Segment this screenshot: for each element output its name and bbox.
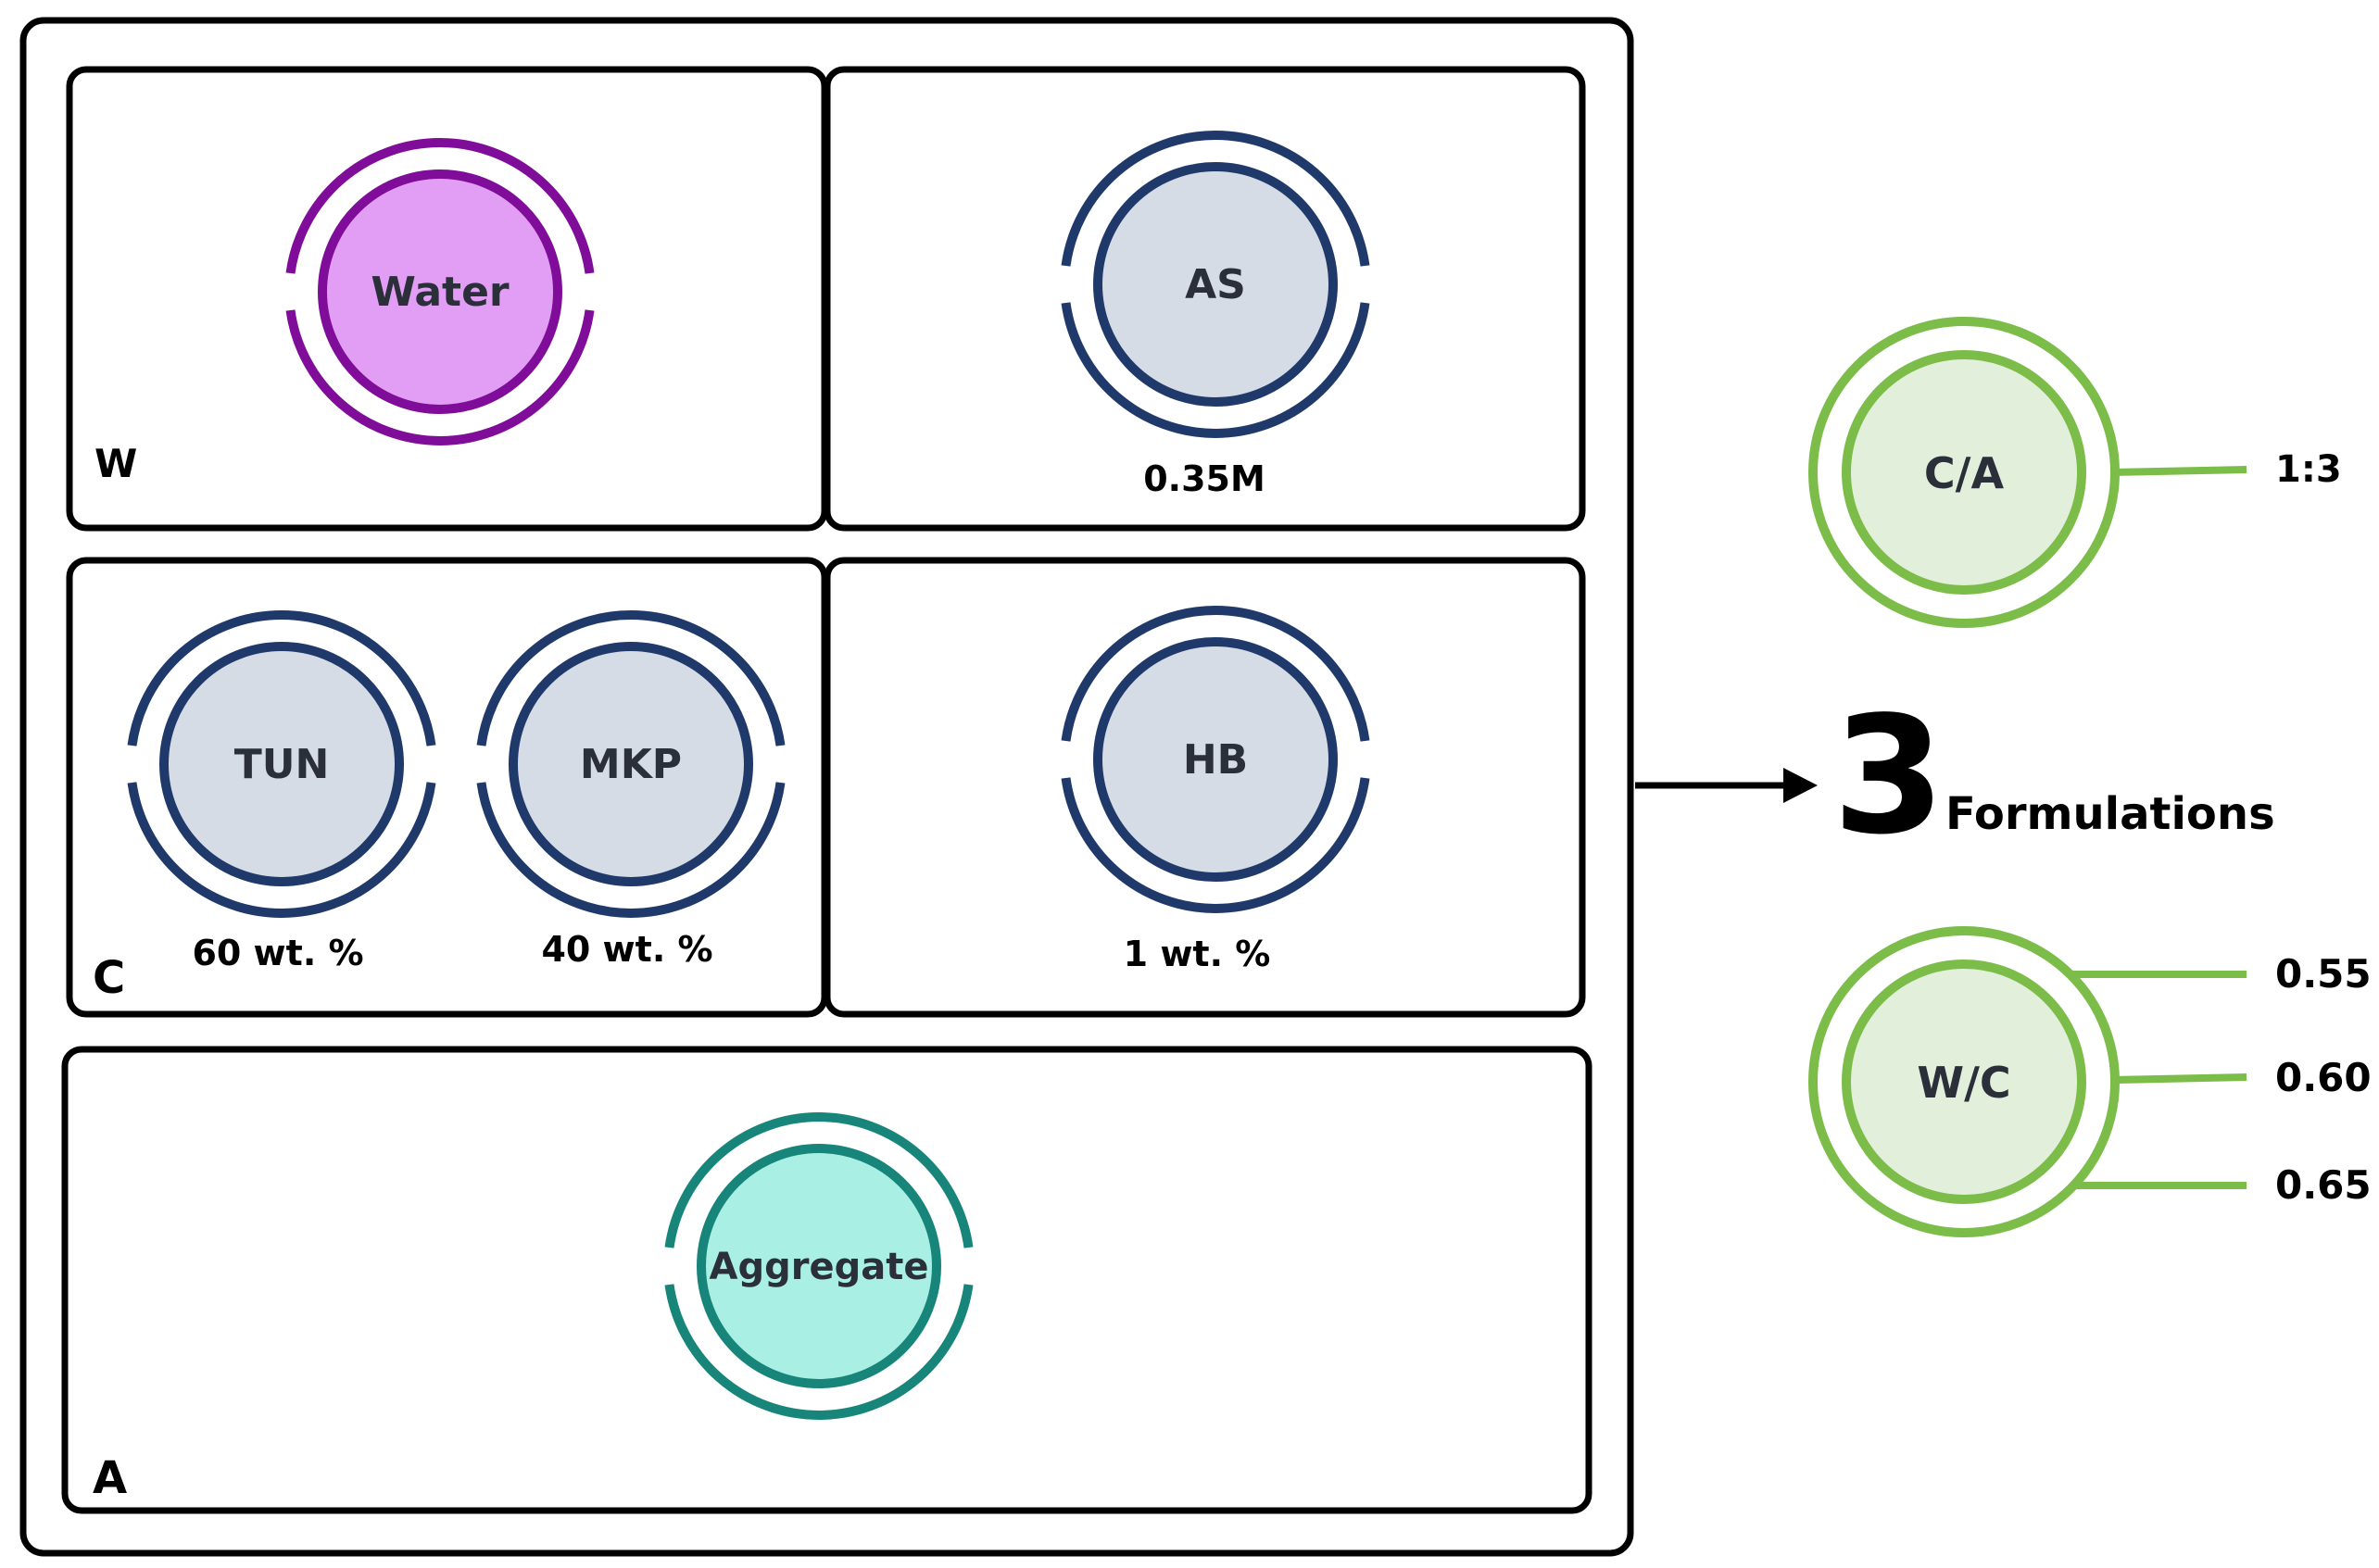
water-node: Water xyxy=(291,143,590,441)
as-label: AS xyxy=(1185,261,1246,308)
wc-ratio-node: W/C xyxy=(1808,926,2247,1237)
panel-aggregate xyxy=(61,1046,1592,1514)
group-letter-c: C xyxy=(93,952,125,1004)
ca-connector xyxy=(2114,466,2247,476)
panel-hb xyxy=(824,557,1586,1018)
aggregate-node: Aggregate xyxy=(670,1117,969,1415)
group-letter-a: A xyxy=(93,1452,127,1504)
result-arrow xyxy=(1635,768,1818,803)
hb-node: HB xyxy=(1066,610,1366,909)
wc-value-3: 0.65 xyxy=(2275,1162,2372,1208)
wc-label: W/C xyxy=(1917,1058,2010,1108)
hb-caption: 1 wt. % xyxy=(1124,934,1271,974)
tun-node: TUN xyxy=(132,615,432,913)
as-node: AS xyxy=(1066,135,1366,433)
wc-value-2: 0.60 xyxy=(2275,1055,2372,1100)
outer-container xyxy=(19,17,1634,1557)
formulations-text: Formulations xyxy=(1945,788,2275,840)
panel-as xyxy=(824,66,1586,532)
ca-value-1: 1:3 xyxy=(2275,448,2342,491)
water-label: Water xyxy=(371,269,510,316)
mkp-caption: 40 wt. % xyxy=(541,929,712,970)
group-letter-w: W xyxy=(94,441,137,486)
aggregate-label: Aggregate xyxy=(710,1246,929,1288)
formulation-count: 3 xyxy=(1832,683,1945,871)
as-caption: 0.35M xyxy=(1143,458,1265,499)
ca-label: C/A xyxy=(1924,448,2005,498)
hb-label: HB xyxy=(1183,736,1248,784)
wc-value-1: 0.55 xyxy=(2275,951,2372,997)
tun-caption: 60 wt. % xyxy=(192,933,363,973)
mkp-node: MKP xyxy=(482,615,781,913)
tun-label: TUN xyxy=(234,741,330,788)
ca-ratio-node: C/A xyxy=(1808,317,2247,628)
mkp-label: MKP xyxy=(580,741,682,788)
wc-connector-2 xyxy=(2114,1073,2247,1084)
